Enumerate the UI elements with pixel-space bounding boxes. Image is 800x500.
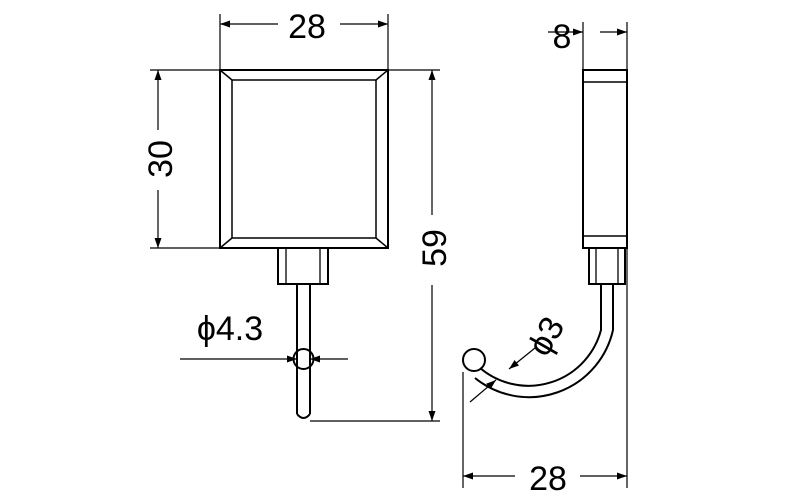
dim-overall-height: 59 (310, 69, 454, 422)
front-collar (277, 247, 329, 285)
dim-side-thickness: 8 (548, 18, 628, 70)
dim-rod-diameter-label: ϕ4.3 (197, 310, 263, 348)
dim-plate-height: 30 (142, 69, 220, 249)
dim-rod-diameter: ϕ4.3 (180, 310, 348, 363)
dim-hook-projection-label: 28 (529, 460, 567, 498)
dim-overall-height-label: 59 (416, 229, 454, 267)
side-plate (582, 69, 628, 249)
dim-front-width: 28 (219, 8, 389, 70)
side-collar (588, 247, 626, 285)
front-rod (292, 284, 315, 419)
dim-front-width-label: 28 (288, 8, 326, 46)
dim-hook-diameter-label: ϕ3 (521, 311, 573, 363)
front-view (219, 69, 389, 419)
side-hook-wire (462, 284, 614, 399)
front-plate (219, 69, 389, 249)
dim-side-thickness-label: 8 (553, 18, 572, 56)
side-view (462, 69, 628, 399)
dim-hook-projection: 28 (462, 248, 628, 498)
dim-plate-height-label: 30 (142, 140, 180, 178)
